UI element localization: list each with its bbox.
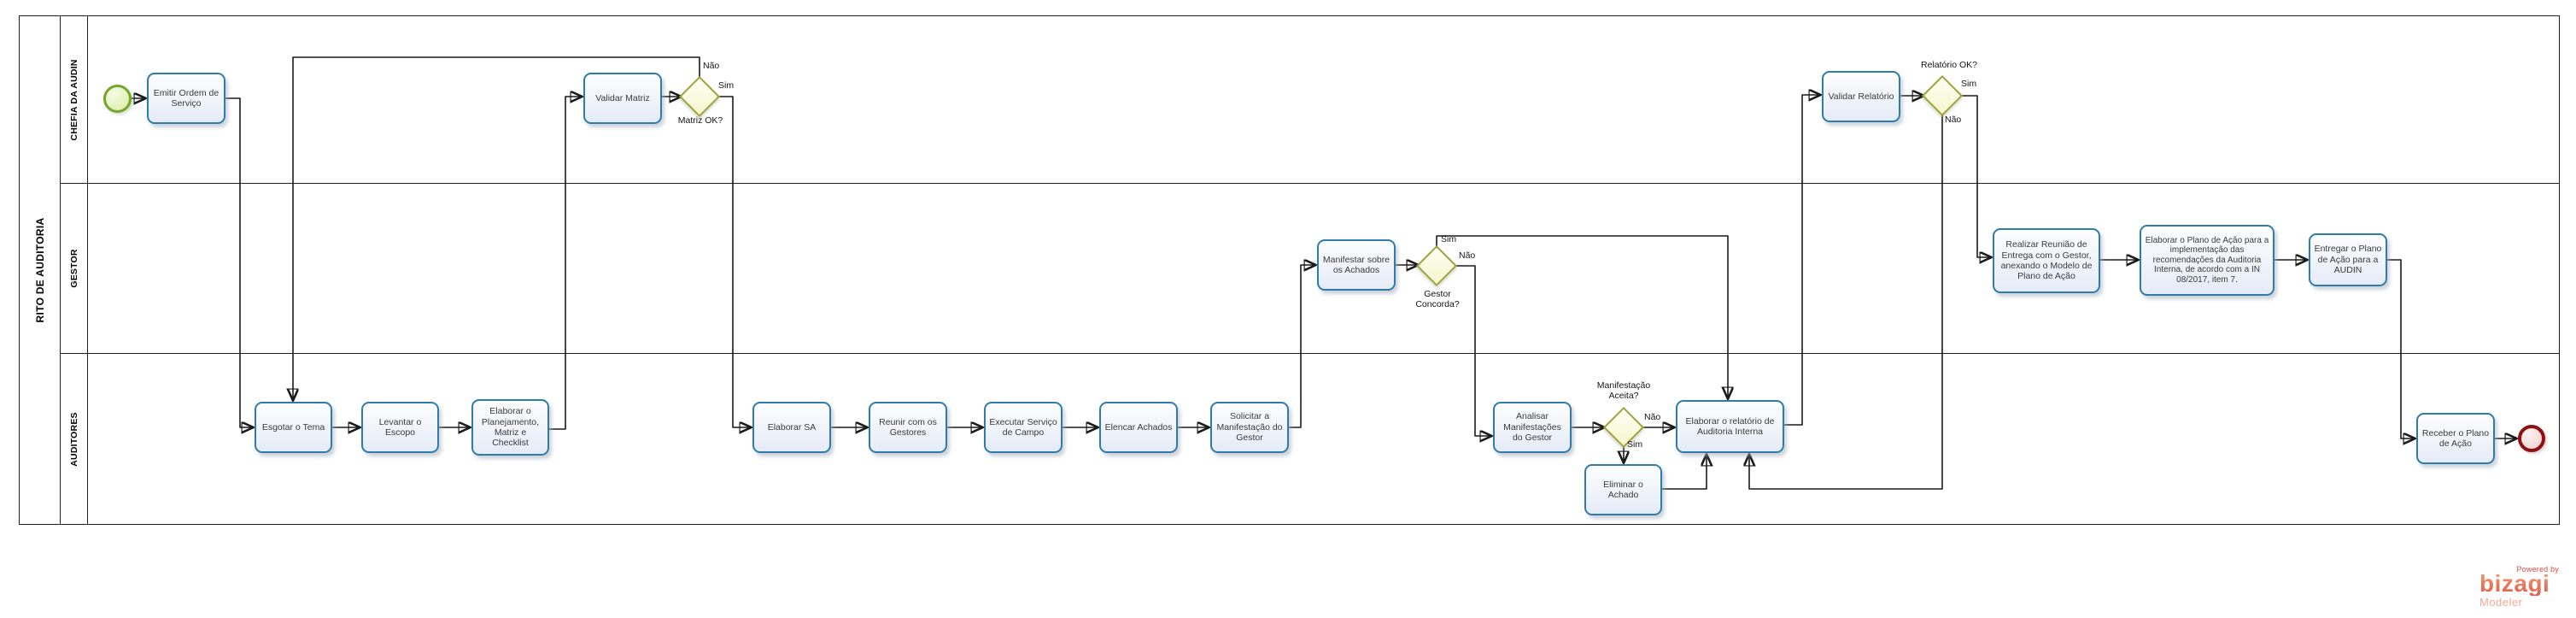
lane-label-cell-gestor: GESTOR [61, 184, 88, 353]
task-manifestar-sobre-achados[interactable]: Manifestar sobre os Achados [1317, 239, 1396, 291]
lane-label-cell-chefia: CHEFIA DA AUDIN [61, 16, 88, 183]
task-eliminar-achado[interactable]: Eliminar o Achado [1584, 464, 1662, 515]
bizagi-modeler-text: Modeler [2479, 595, 2523, 609]
label-matriz-nao: Não [703, 61, 720, 71]
label-gestor-question: Gestor Concorda? [1415, 289, 1460, 310]
task-elaborar-planejamento[interactable]: Elaborar o Planejamento, Matriz e Checkl… [471, 399, 549, 456]
lane-label-gestor: GESTOR [68, 249, 79, 288]
label-gestor-sim: Sim [1441, 234, 1457, 244]
lane-label-chefia: CHEFIA DA AUDIN [68, 58, 79, 141]
lane-label-auditores: AUDITORES [68, 411, 79, 467]
task-validar-relatorio[interactable]: Validar Relatório [1822, 71, 1900, 122]
lane-label-cell-auditores: AUDITORES [61, 354, 88, 524]
label-manifestacao-question: Manifestação Aceita? [1596, 380, 1651, 402]
task-realizar-reuniao-entrega[interactable]: Realizar Reunião de Entrega com o Gestor… [1993, 228, 2100, 293]
start-event[interactable] [103, 85, 132, 113]
task-executar-servico-campo[interactable]: Executar Serviço de Campo [984, 402, 1063, 453]
task-reunir-gestores[interactable]: Reunir com os Gestores [869, 402, 947, 453]
label-relatorio-question: Relatório OK? [1921, 60, 1977, 70]
label-manifestacao-sim: Sim [1627, 439, 1643, 450]
task-levantar-escopo[interactable]: Levantar o Escopo [361, 402, 439, 453]
end-event[interactable] [2518, 425, 2545, 452]
task-elencar-achados[interactable]: Elencar Achados [1099, 402, 1178, 453]
task-validar-matriz[interactable]: Validar Matriz [583, 73, 662, 124]
task-receber-plano-acao[interactable]: Receber o Plano de Ação [2416, 413, 2495, 464]
label-matriz-sim: Sim [718, 80, 735, 91]
bizagi-logo-text: bizagi [2479, 572, 2561, 596]
powered-by-text: Powered by [2516, 565, 2559, 574]
label-matriz-question: Matriz OK? [677, 115, 723, 126]
bizagi-branding: Powered by bizagi Modeler [2479, 565, 2561, 609]
label-relatorio-nao: Não [1945, 115, 1962, 125]
lane-chefia-da-audin: CHEFIA DA AUDIN [61, 16, 2559, 184]
label-manifestacao-nao: Não [1644, 412, 1661, 422]
task-entregar-plano-audin[interactable]: Entregar o Plano de Ação para a AUDIN [2309, 233, 2387, 286]
task-esgotar-tema[interactable]: Esgotar o Tema [255, 402, 332, 453]
task-solicitar-manifestacao[interactable]: Solicitar a Manifestação do Gestor [1210, 402, 1289, 453]
task-emitir-ordem-de-servico[interactable]: Emitir Ordem de Serviço [147, 73, 225, 124]
task-elaborar-sa[interactable]: Elaborar SA [752, 402, 831, 453]
label-gestor-nao: Não [1459, 250, 1476, 261]
task-elaborar-relatorio-auditoria[interactable]: Elaborar o relatório de Auditoria Intern… [1676, 400, 1784, 453]
pool-title-cell: RITO DE AUDITORIA [20, 16, 61, 524]
task-elaborar-plano-acao[interactable]: Elaborar o Plano de Ação para a implemen… [2140, 225, 2274, 296]
label-relatorio-sim: Sim [1961, 79, 1977, 89]
pool-title: RITO DE AUDITORIA [33, 217, 46, 323]
lane-auditores: AUDITORES [61, 354, 2559, 524]
task-analisar-manifestacoes[interactable]: Analisar Manifestações do Gestor [1493, 402, 1572, 453]
